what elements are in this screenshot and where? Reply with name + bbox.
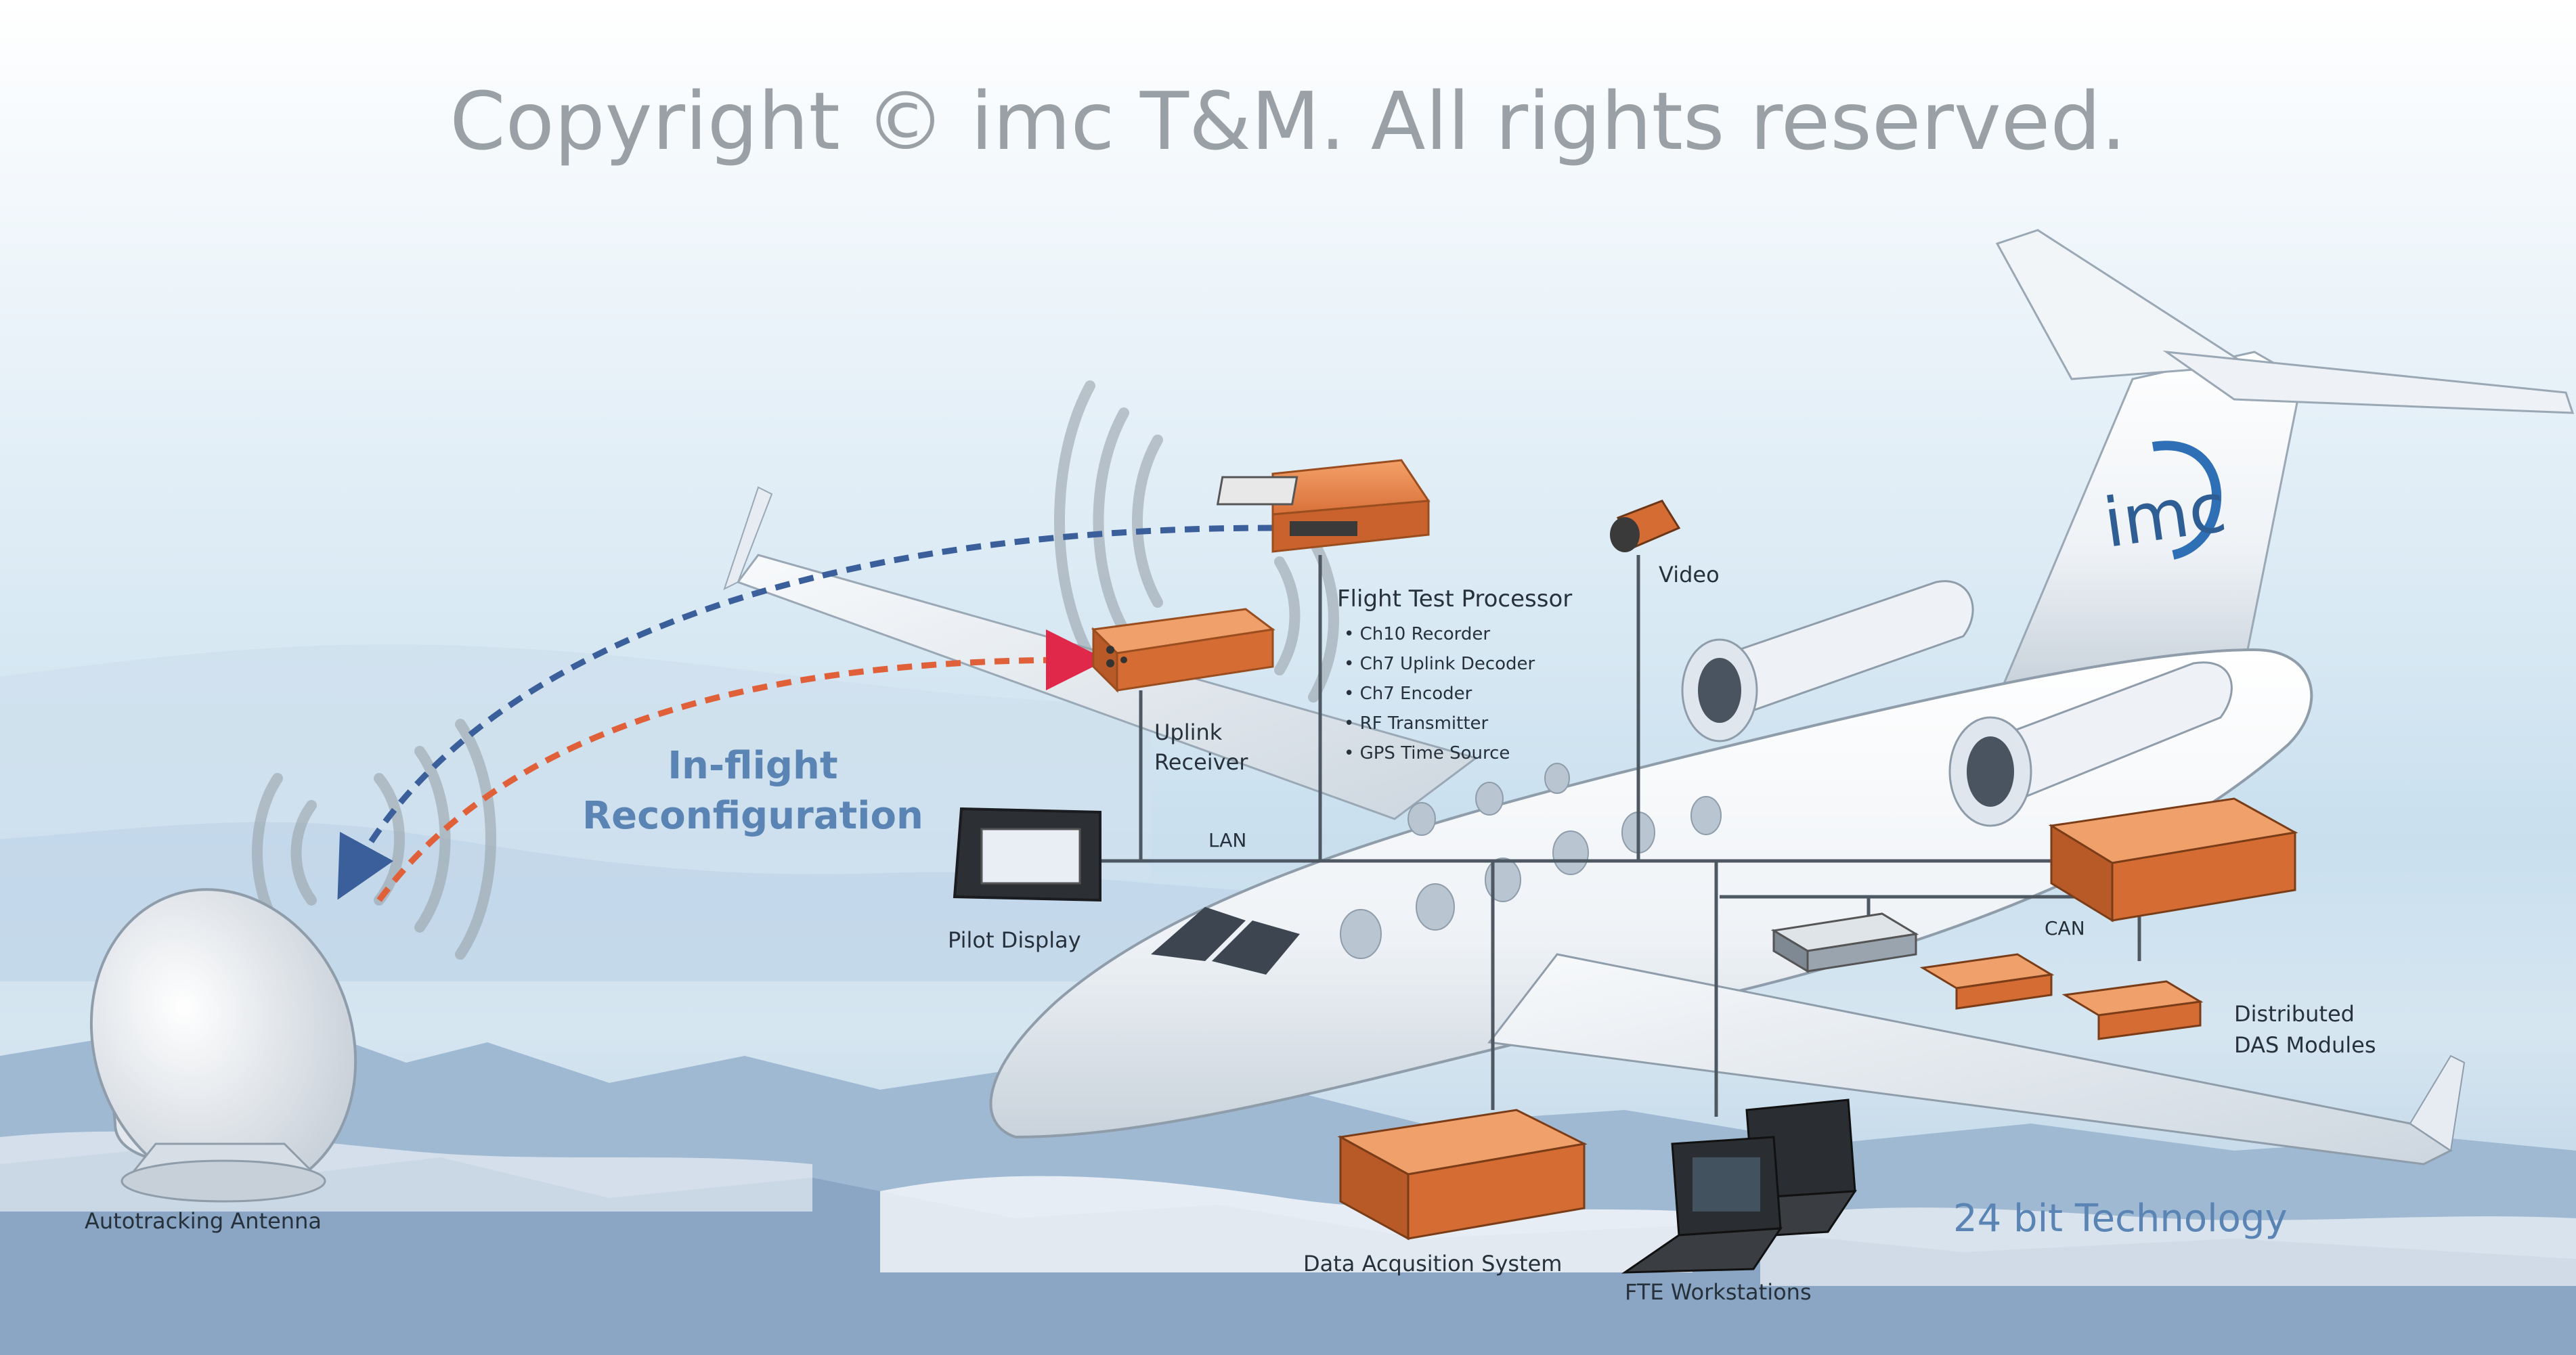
video-camera <box>1610 499 1681 552</box>
downlink-arrow <box>337 525 1273 900</box>
distributed-das-label: Distributed DAS Modules <box>2234 998 2376 1061</box>
flight-test-processor-label: Flight Test Processor <box>1337 585 1573 613</box>
uplink-receiver-label-line: Receiver <box>1154 749 1248 775</box>
in-flight-label-line: Reconfiguration <box>582 794 923 838</box>
data-acquisition-label: Data Acqusition System <box>1303 1251 1563 1276</box>
engine-lower <box>1948 661 2233 827</box>
processor-feature: GPS Time Source <box>1344 738 1535 768</box>
pilot-display-device <box>953 807 1101 902</box>
right-wing <box>1487 953 2453 1165</box>
processor-feature: RF Transmitter <box>1344 709 1535 738</box>
fte-workstations <box>1621 1098 1857 1274</box>
in-flight-reconfiguration-label: In-flight Reconfiguration <box>582 741 923 841</box>
in-flight-label-line: In-flight <box>668 744 838 788</box>
data-acquisition-device <box>1337 1109 1588 1241</box>
autotracking-antenna-device <box>89 888 357 1203</box>
uplink-receiver-device <box>1091 608 1275 693</box>
engine-upper <box>1681 580 1974 742</box>
distributed-das-label-line: DAS Modules <box>2234 1032 2376 1058</box>
processor-feature: Ch7 Uplink Decoder <box>1344 649 1535 679</box>
processor-feature: Ch7 Encoder <box>1344 679 1535 709</box>
das-module-main <box>2048 797 2298 923</box>
uplink-receiver-label-line: Uplink <box>1154 719 1223 745</box>
signal-waves-receiver <box>1054 380 1339 703</box>
can-label: CAN <box>2045 917 2085 939</box>
distributed-das-modules <box>1770 912 2204 1040</box>
fte-workstations-label: FTE Workstations <box>1625 1279 1812 1305</box>
autotracking-antenna-label: Autotracking Antenna <box>85 1208 322 1234</box>
imc-logo: imc <box>2099 441 2231 563</box>
uplink-arrow <box>376 629 1107 902</box>
processor-feature: Ch10 Recorder <box>1344 619 1535 649</box>
flight-test-processor-device <box>1216 459 1431 553</box>
technology-label: 24 bit Technology <box>1953 1197 2288 1241</box>
pilot-display-label: Pilot Display <box>948 927 1081 953</box>
cabin-windows <box>1340 763 1722 959</box>
imc-logo-text: imc <box>2099 468 2231 563</box>
video-label: Video <box>1659 562 1720 587</box>
lan-label: LAN <box>1208 829 1247 851</box>
airplane: imc <box>723 229 2575 1165</box>
uplink-receiver-label: Uplink Receiver <box>1154 717 1248 777</box>
copyright-notice: Copyright © imc T&M. All rights reserved… <box>450 74 2126 168</box>
distributed-das-label-line: Distributed <box>2234 1001 2355 1027</box>
processor-feature-list: Ch10 Recorder Ch7 Uplink Decoder Ch7 Enc… <box>1344 619 1535 768</box>
